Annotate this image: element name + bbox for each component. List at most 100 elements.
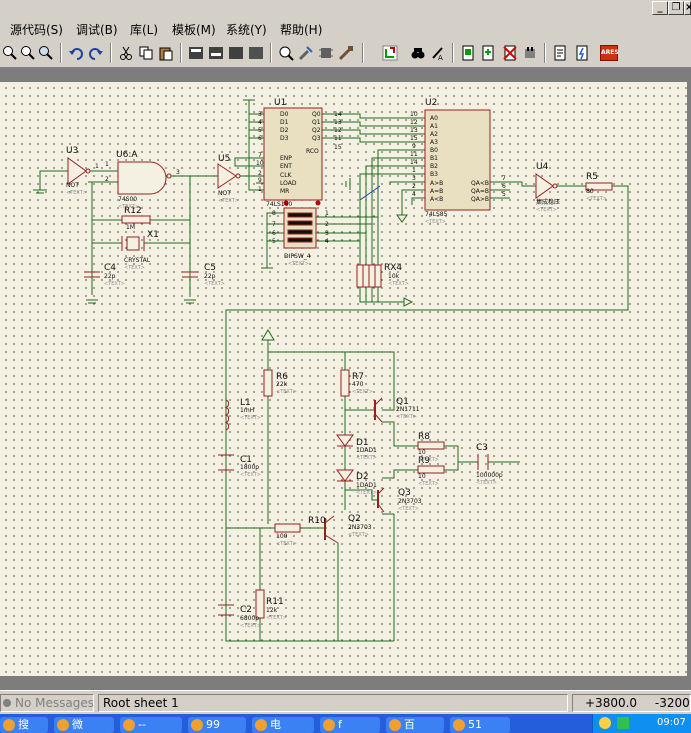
tray-app-icon[interactable]	[617, 717, 629, 729]
zoom-out-icon[interactable]	[20, 45, 36, 61]
undo-icon[interactable]	[68, 45, 84, 61]
clock: 09:07	[657, 717, 686, 728]
svg-text:A: A	[438, 54, 443, 61]
menu-source[interactable]: 源代码(S)	[10, 23, 63, 37]
u1-pin-name: D0	[280, 111, 289, 118]
windows-taskbar: 搜 微 -- 99 电 f 百 51 09:07	[0, 714, 691, 733]
decompose-icon[interactable]	[338, 45, 354, 61]
svg-text:CRYSTAL: CRYSTAL	[124, 257, 151, 264]
svg-text:1mH: 1mH	[240, 407, 254, 414]
svg-text:6800p: 6800p	[240, 615, 259, 622]
component-values: NOT 74S00 NOT 1M CRYSTAL 22p 22p 74LS160…	[66, 182, 594, 622]
toolbar-separator	[110, 43, 112, 63]
search-tag-icon[interactable]	[410, 45, 426, 61]
u1-pin-num: 15	[334, 144, 342, 151]
svg-text:<TEXT>: <TEXT>	[276, 389, 297, 395]
make-device-icon[interactable]	[298, 45, 314, 61]
text-placeholders: <TEXT> <TEXT> <TEXT> <TEXT> <TEXT> <TEXT…	[66, 190, 607, 629]
paste-icon[interactable]	[158, 45, 174, 61]
status-bar: No Messages Root sheet 1 +3800.0 -3200.0…	[0, 690, 691, 715]
taskbar-button[interactable]: 微	[54, 717, 114, 733]
pick-device-icon[interactable]	[278, 45, 294, 61]
ares-icon[interactable]: ARES	[600, 45, 619, 61]
wire-autorouter-icon[interactable]	[382, 45, 398, 61]
svg-text:5: 5	[272, 238, 276, 245]
u1-pin-name: ENT	[280, 163, 292, 170]
u6a-ref: U6:A	[116, 150, 138, 160]
u1-pin-name: D2	[280, 127, 289, 134]
block-delete-icon[interactable]	[248, 45, 264, 61]
u2-pin-name: QA>B	[471, 196, 489, 203]
u1-pin-num: 1	[258, 186, 262, 193]
svg-text:<TEXT>: <TEXT>	[66, 190, 87, 196]
u2-pin-name: A2	[430, 131, 438, 138]
schematic-sheet[interactable]	[0, 82, 687, 676]
bill-of-materials-icon[interactable]	[522, 45, 538, 61]
close-button[interactable]: ×	[684, 1, 691, 15]
u2-ref: U2	[425, 98, 437, 108]
menu-help[interactable]: 帮助(H)	[280, 23, 323, 37]
u2-pin-name: A1	[430, 123, 438, 130]
redo-icon[interactable]	[88, 45, 104, 61]
svg-text:NOT: NOT	[218, 190, 231, 197]
zoom-in-icon[interactable]	[2, 45, 18, 61]
svg-text:2N3703: 2N3703	[348, 524, 372, 531]
u1-pin-num: 10	[256, 160, 264, 167]
netlist-icon[interactable]	[574, 45, 590, 61]
u2-pin-name: A0	[430, 115, 438, 122]
r8-ref: R8	[418, 432, 430, 442]
app-icon	[57, 719, 69, 731]
u1-pin-name: LOAD	[280, 180, 297, 187]
exit-to-parent-icon[interactable]	[502, 45, 518, 61]
svg-text:22p: 22p	[204, 273, 216, 280]
app-icon	[453, 719, 465, 731]
taskbar-button[interactable]: 99	[188, 717, 246, 733]
menu-debug[interactable]: 调试(B)	[76, 23, 118, 37]
menu-template[interactable]: 模板(M)	[172, 23, 216, 37]
svg-text:4: 4	[325, 238, 329, 245]
taskbar-button[interactable]: f	[320, 717, 380, 733]
cut-icon[interactable]	[118, 45, 134, 61]
app-icon	[191, 719, 203, 731]
svg-text:74S00: 74S00	[118, 196, 137, 203]
u2-pin-name: QA=B	[471, 188, 489, 195]
svg-text:DIPSW_4: DIPSW_4	[284, 253, 311, 260]
copy-icon[interactable]	[138, 45, 154, 61]
menu-system[interactable]: 系统(Y)	[226, 23, 267, 37]
block-rotate-icon[interactable]	[228, 45, 244, 61]
l1-ref: L1	[240, 398, 251, 408]
taskbar-button[interactable]: 百	[386, 717, 444, 733]
svg-text:<TEXT>: <TEXT>	[240, 623, 261, 629]
taskbar-button[interactable]: 搜	[0, 717, 48, 733]
electrical-rule-check-icon[interactable]	[552, 45, 568, 61]
svg-text:8: 8	[272, 210, 276, 217]
svg-text:<TEXT>: <TEXT>	[418, 457, 439, 463]
minimize-button[interactable]: _	[652, 1, 668, 15]
packaging-tool-icon[interactable]	[318, 45, 334, 61]
svg-text:6: 6	[272, 230, 276, 237]
remove-sheet-icon[interactable]	[480, 45, 496, 61]
taskbar-button[interactable]: --	[120, 717, 182, 733]
zoom-all-icon[interactable]	[38, 45, 54, 61]
svg-text:22k: 22k	[276, 381, 288, 388]
u2-pin-num: 15	[410, 135, 418, 142]
tray-qq-icon[interactable]	[599, 717, 611, 729]
restore-button[interactable]: ❐	[668, 1, 684, 15]
block-move-icon[interactable]	[208, 45, 224, 61]
svg-text:10: 10	[418, 473, 426, 480]
svg-text:<TEXT>: <TEXT>	[356, 455, 377, 461]
u1-pin-num: 5	[258, 127, 262, 134]
svg-text:<TEXT>: <TEXT>	[356, 490, 377, 496]
schematic-drawing[interactable]: 3 4 5 6 7 10 2 9 1 D0 D1 D2 D3 ENP ENT C…	[0, 68, 691, 690]
menu-library[interactable]: 库(L)	[130, 23, 159, 37]
block-copy-icon[interactable]	[188, 45, 204, 61]
taskbar-button[interactable]: 电	[252, 717, 314, 733]
taskbar-button[interactable]: 51	[450, 717, 510, 733]
svg-text:<TEXT>: <TEXT>	[352, 389, 373, 395]
property-assignment-icon[interactable]: A	[430, 45, 446, 61]
new-sheet-icon[interactable]	[460, 45, 476, 61]
u1-pin-name: MR	[280, 188, 289, 195]
u2-pin-num: 2	[412, 183, 416, 190]
messages-panel[interactable]: No Messages	[0, 694, 94, 712]
svg-text:1DAD1: 1DAD1	[356, 447, 377, 454]
